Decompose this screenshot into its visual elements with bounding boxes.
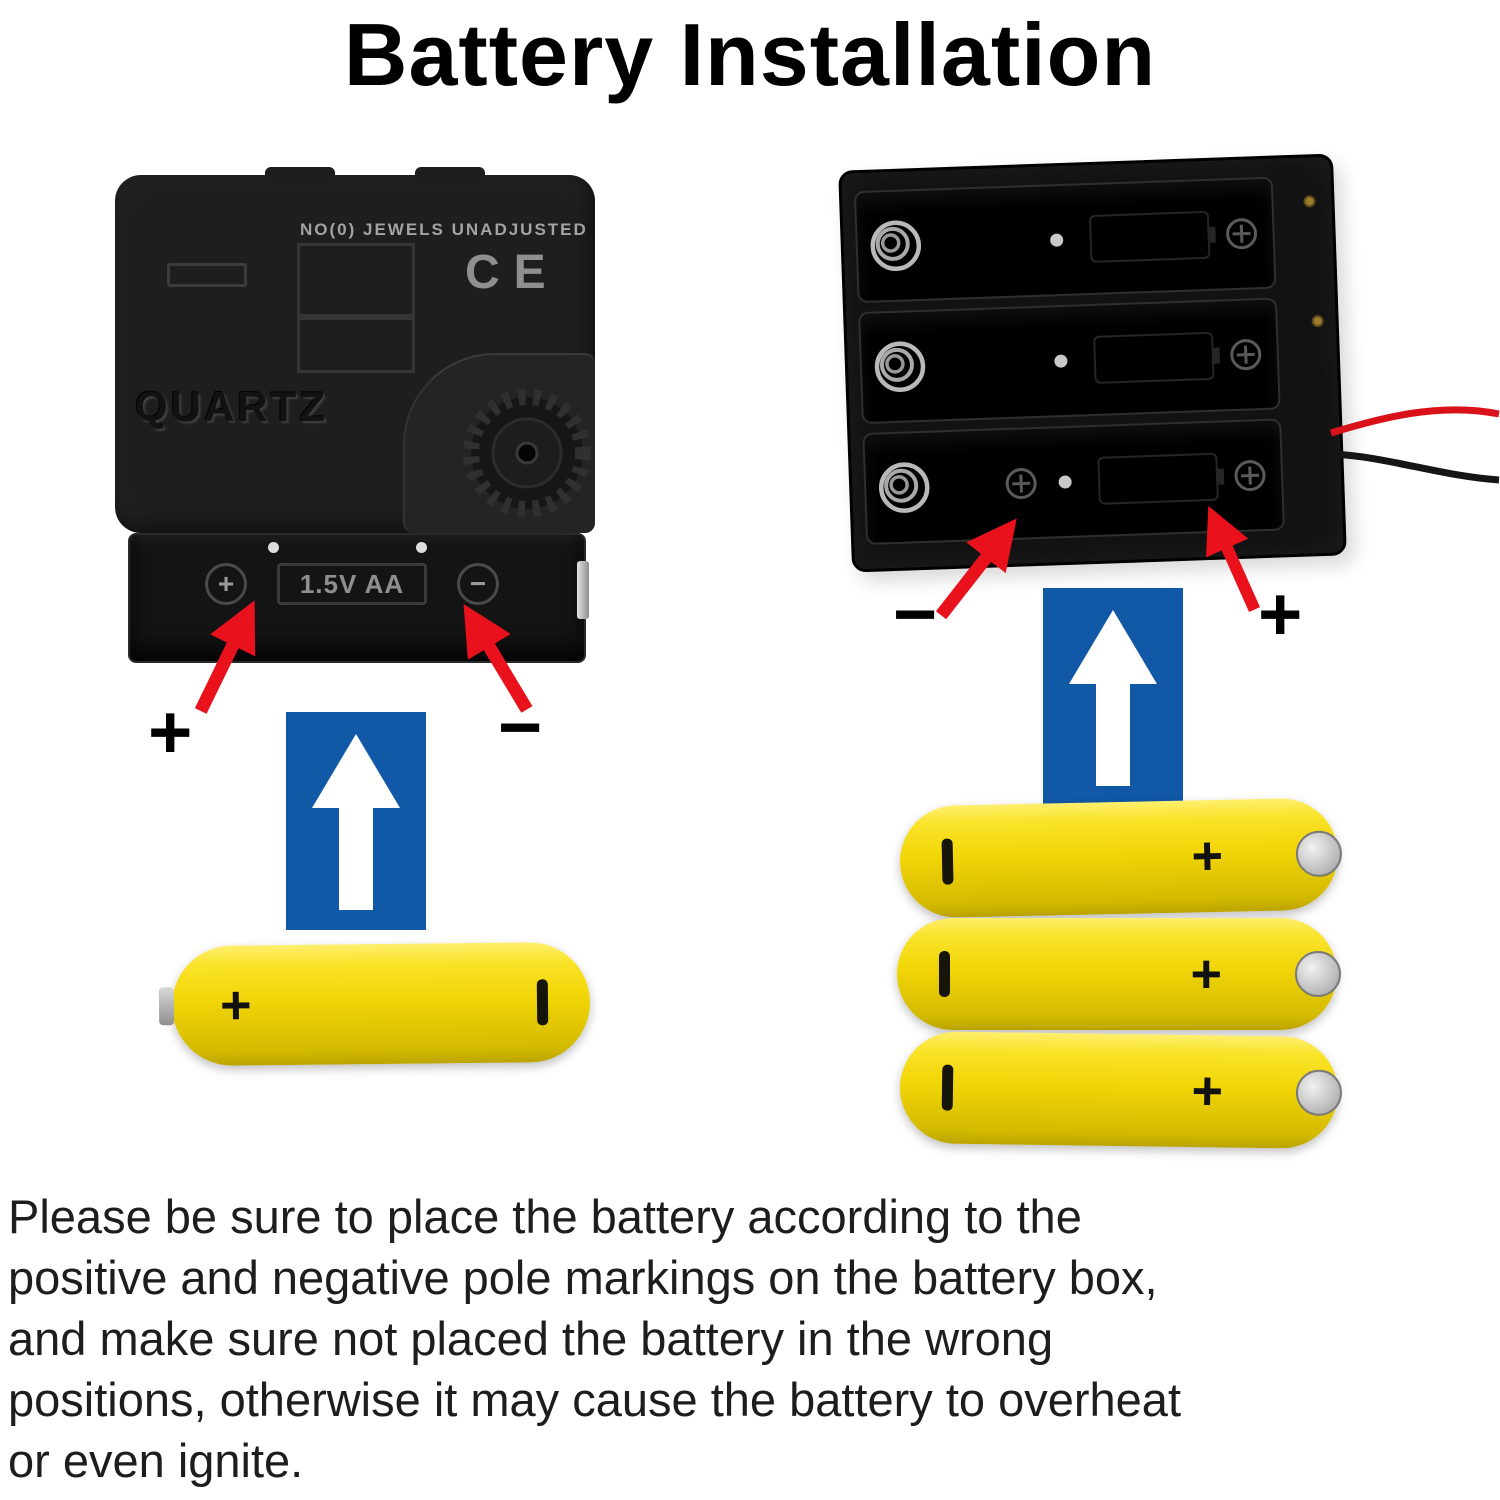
- up-arrow-icon: [312, 734, 400, 910]
- red-pointer-arrow-icon: [194, 600, 256, 714]
- clock-movement: NO(0) JEWELS UNADJUSTED CE QUARTZ: [115, 167, 595, 533]
- ce-mark: CE: [465, 246, 560, 299]
- polarity-plus-label: +: [1258, 572, 1303, 657]
- up-arrow-icon: [1069, 610, 1157, 786]
- metal-clip: [577, 561, 589, 619]
- battery-slot: [853, 176, 1277, 304]
- screw-hole: [416, 542, 427, 553]
- spring-contact-icon: [878, 462, 930, 513]
- screw-hole: [268, 542, 279, 553]
- movement-tab: [265, 167, 335, 183]
- battery-minus-mark: [536, 979, 549, 1026]
- battery-size-label: 1.5V AA: [277, 563, 427, 605]
- insert-direction-sign: [1043, 588, 1183, 806]
- page-title: Battery Installation: [343, 5, 1157, 104]
- terminal-row: + 1.5V AA −: [130, 563, 584, 605]
- aa-battery: +: [897, 918, 1341, 1030]
- note-line: or even ignite.: [8, 1434, 304, 1487]
- battery-engraving: [1089, 210, 1217, 263]
- battery-minus-mark: [939, 951, 950, 997]
- warning-note: Please be sure to place the battery acco…: [8, 1186, 1453, 1491]
- polarity-minus-label: −: [498, 685, 543, 770]
- screw-plus-icon: [1226, 218, 1258, 250]
- holder-contact-dot: [1303, 195, 1316, 208]
- aa-battery: +: [899, 1030, 1343, 1150]
- movement-window-frame: [167, 263, 247, 287]
- battery-engraving: [1093, 331, 1221, 384]
- screw-plus-icon: [1005, 468, 1037, 500]
- insert-direction-sign: [286, 712, 426, 930]
- spring-contact-icon: [870, 220, 922, 272]
- note-line: positive and negative pole markings on t…: [8, 1251, 1158, 1304]
- spring-contact-icon: [874, 341, 926, 392]
- battery-compartment: + 1.5V AA −: [128, 533, 589, 663]
- battery-terminal-cap: [1295, 830, 1343, 878]
- holder-wires: [1329, 406, 1500, 484]
- movement-brand: QUARTZ: [135, 383, 328, 430]
- battery-plus-mark: +: [1191, 1061, 1224, 1122]
- battery-engraving: [1097, 452, 1225, 505]
- battery-terminal-cap: [1295, 1069, 1343, 1117]
- battery-plus-mark: +: [1190, 944, 1222, 1004]
- note-line: positions, otherwise it may cause the ba…: [8, 1373, 1182, 1426]
- minus-terminal: −: [457, 563, 499, 605]
- gear-icon: [463, 389, 591, 517]
- red-pointer-arrow-icon: [935, 518, 1017, 620]
- movement-tab: [415, 167, 485, 183]
- battery-terminal-cap: [1295, 951, 1341, 997]
- polarity-plus-label: +: [148, 690, 193, 775]
- battery-slot: [862, 418, 1285, 546]
- battery-plus-mark: +: [219, 975, 252, 1036]
- movement-stamp: NO(0) JEWELS UNADJUSTED: [300, 220, 588, 239]
- battery-terminal-nub: [158, 987, 175, 1026]
- plus-terminal: +: [205, 563, 247, 605]
- red-pointer-arrow-icon: [463, 603, 533, 713]
- aa-battery: +: [158, 941, 591, 1067]
- movement-window-frame: [297, 243, 415, 317]
- screw-plus-icon: [1230, 339, 1262, 371]
- movement-window-frame: [297, 317, 415, 373]
- red-pointer-arrow-icon: [1206, 505, 1261, 613]
- polarity-minus-label: −: [893, 572, 938, 657]
- slot-hole: [1054, 354, 1068, 368]
- battery-holder: [838, 153, 1347, 573]
- note-line: and make sure not placed the battery in …: [8, 1312, 1054, 1365]
- note-line: Please be sure to place the battery acco…: [8, 1190, 1082, 1243]
- battery-minus-mark: [941, 838, 954, 885]
- battery-minus-mark: [941, 1064, 954, 1111]
- wire-black: [1330, 450, 1500, 484]
- wire-red: [1329, 406, 1500, 437]
- battery-plus-mark: +: [1190, 825, 1224, 887]
- battery-slot: [858, 297, 1281, 425]
- slot-hole: [1058, 475, 1073, 489]
- holder-contact-dot: [1311, 314, 1324, 328]
- aa-battery: +: [898, 797, 1343, 919]
- screw-plus-icon: [1234, 460, 1266, 492]
- slot-hole: [1050, 233, 1064, 247]
